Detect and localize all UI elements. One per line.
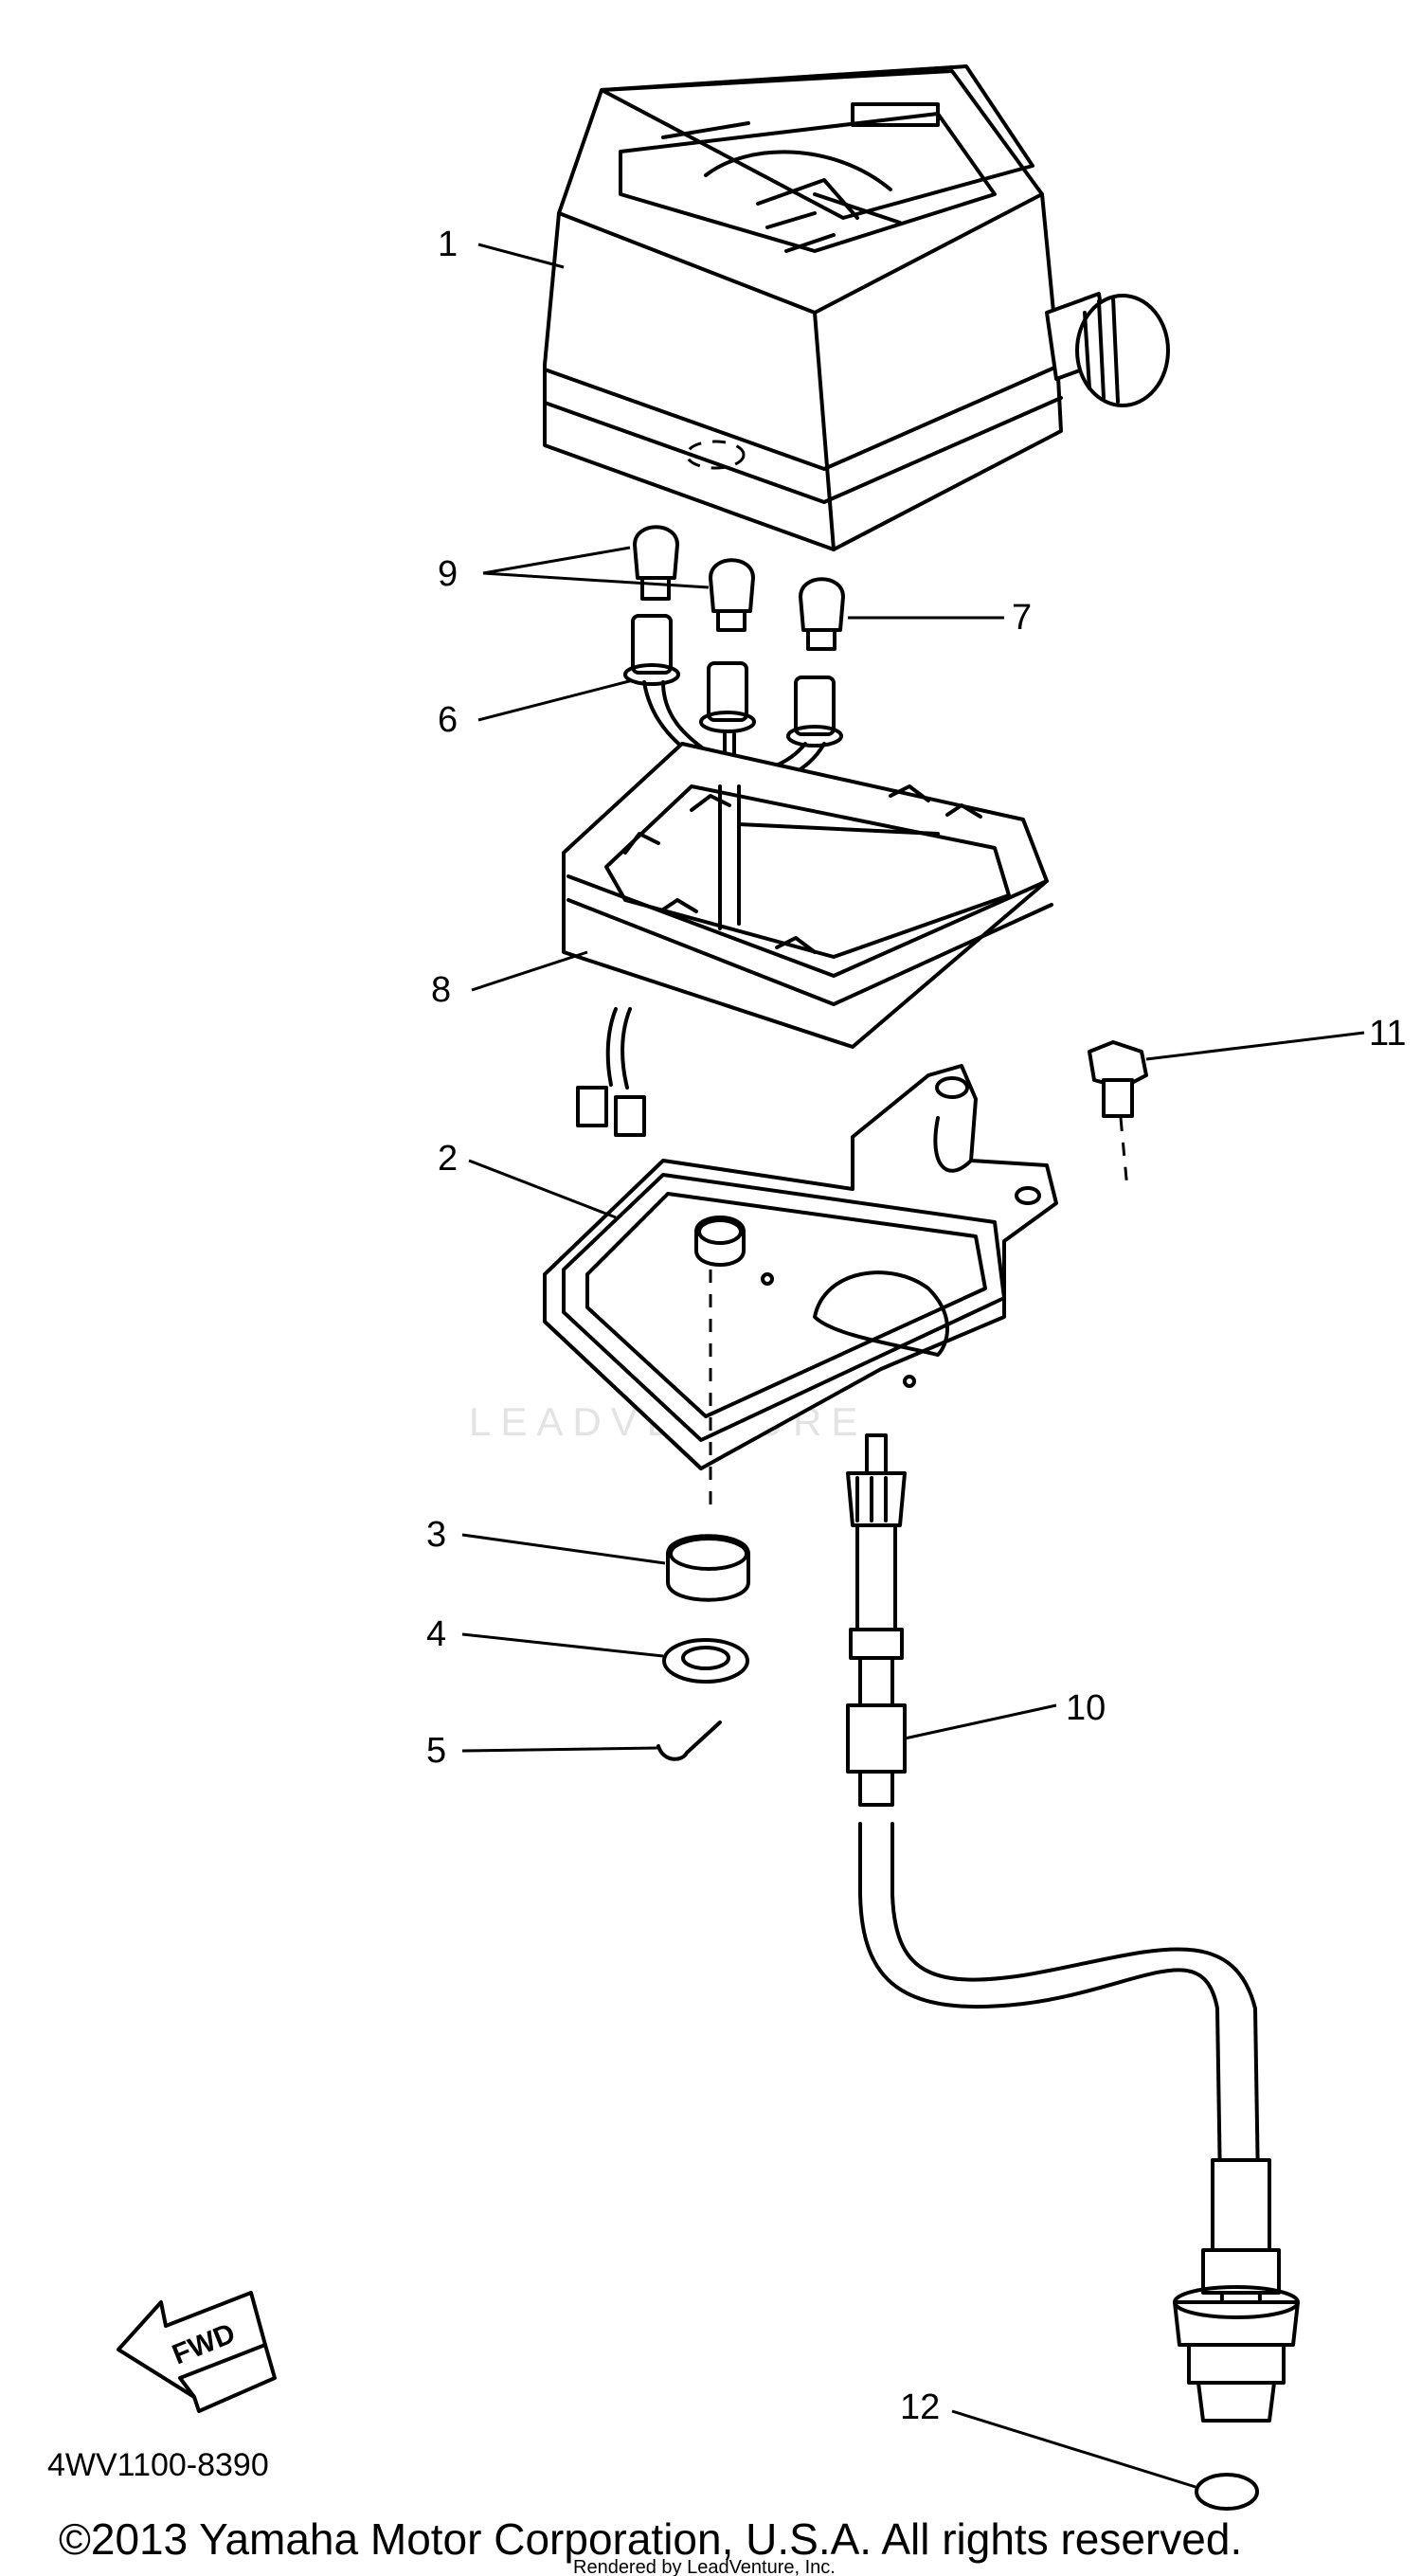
render-credit: Rendered by LeadVenture, Inc. [573,2557,836,2576]
callout-3: 3 [426,1515,446,1555]
part-3-grommet [666,1270,750,1602]
callout-1: 1 [438,225,458,264]
callout-5: 5 [426,1731,446,1771]
part-4-washer [662,1638,749,1684]
part-10-speedometer-cable [846,1433,1300,2423]
callout-8: 8 [431,970,451,1010]
callout-6: 6 [438,700,458,740]
part-1-speedometer-assembly [543,64,1170,551]
part-9-bulbs [633,525,755,632]
fwd-direction-arrow: FWD [117,2291,277,2413]
callout-7: 7 [1012,598,1032,638]
callout-9: 9 [438,554,458,594]
part-8-gasket [562,742,1053,1137]
copyright-notice: ©2013 Yamaha Motor Corporation, U.S.A. A… [59,2514,1242,2564]
callout-4: 4 [426,1614,446,1654]
part-5-clip [657,1720,722,1761]
part-7-bulb [799,577,845,651]
callout-10: 10 [1066,1688,1106,1728]
callout-2: 2 [438,1139,458,1179]
part-2-meter-case [543,1064,1058,1470]
callout-12: 12 [900,2387,940,2427]
leader-lines [461,243,1365,2489]
part-12-o-ring [1195,2473,1259,2511]
callout-11: 11 [1369,1014,1406,1054]
part-11-bolt [1088,1040,1148,1190]
diagram-part-number: 4WV1100-8390 [47,2447,269,2483]
callout-labels: 1 2 3 4 5 6 7 8 9 10 11 12 [426,225,1406,2427]
